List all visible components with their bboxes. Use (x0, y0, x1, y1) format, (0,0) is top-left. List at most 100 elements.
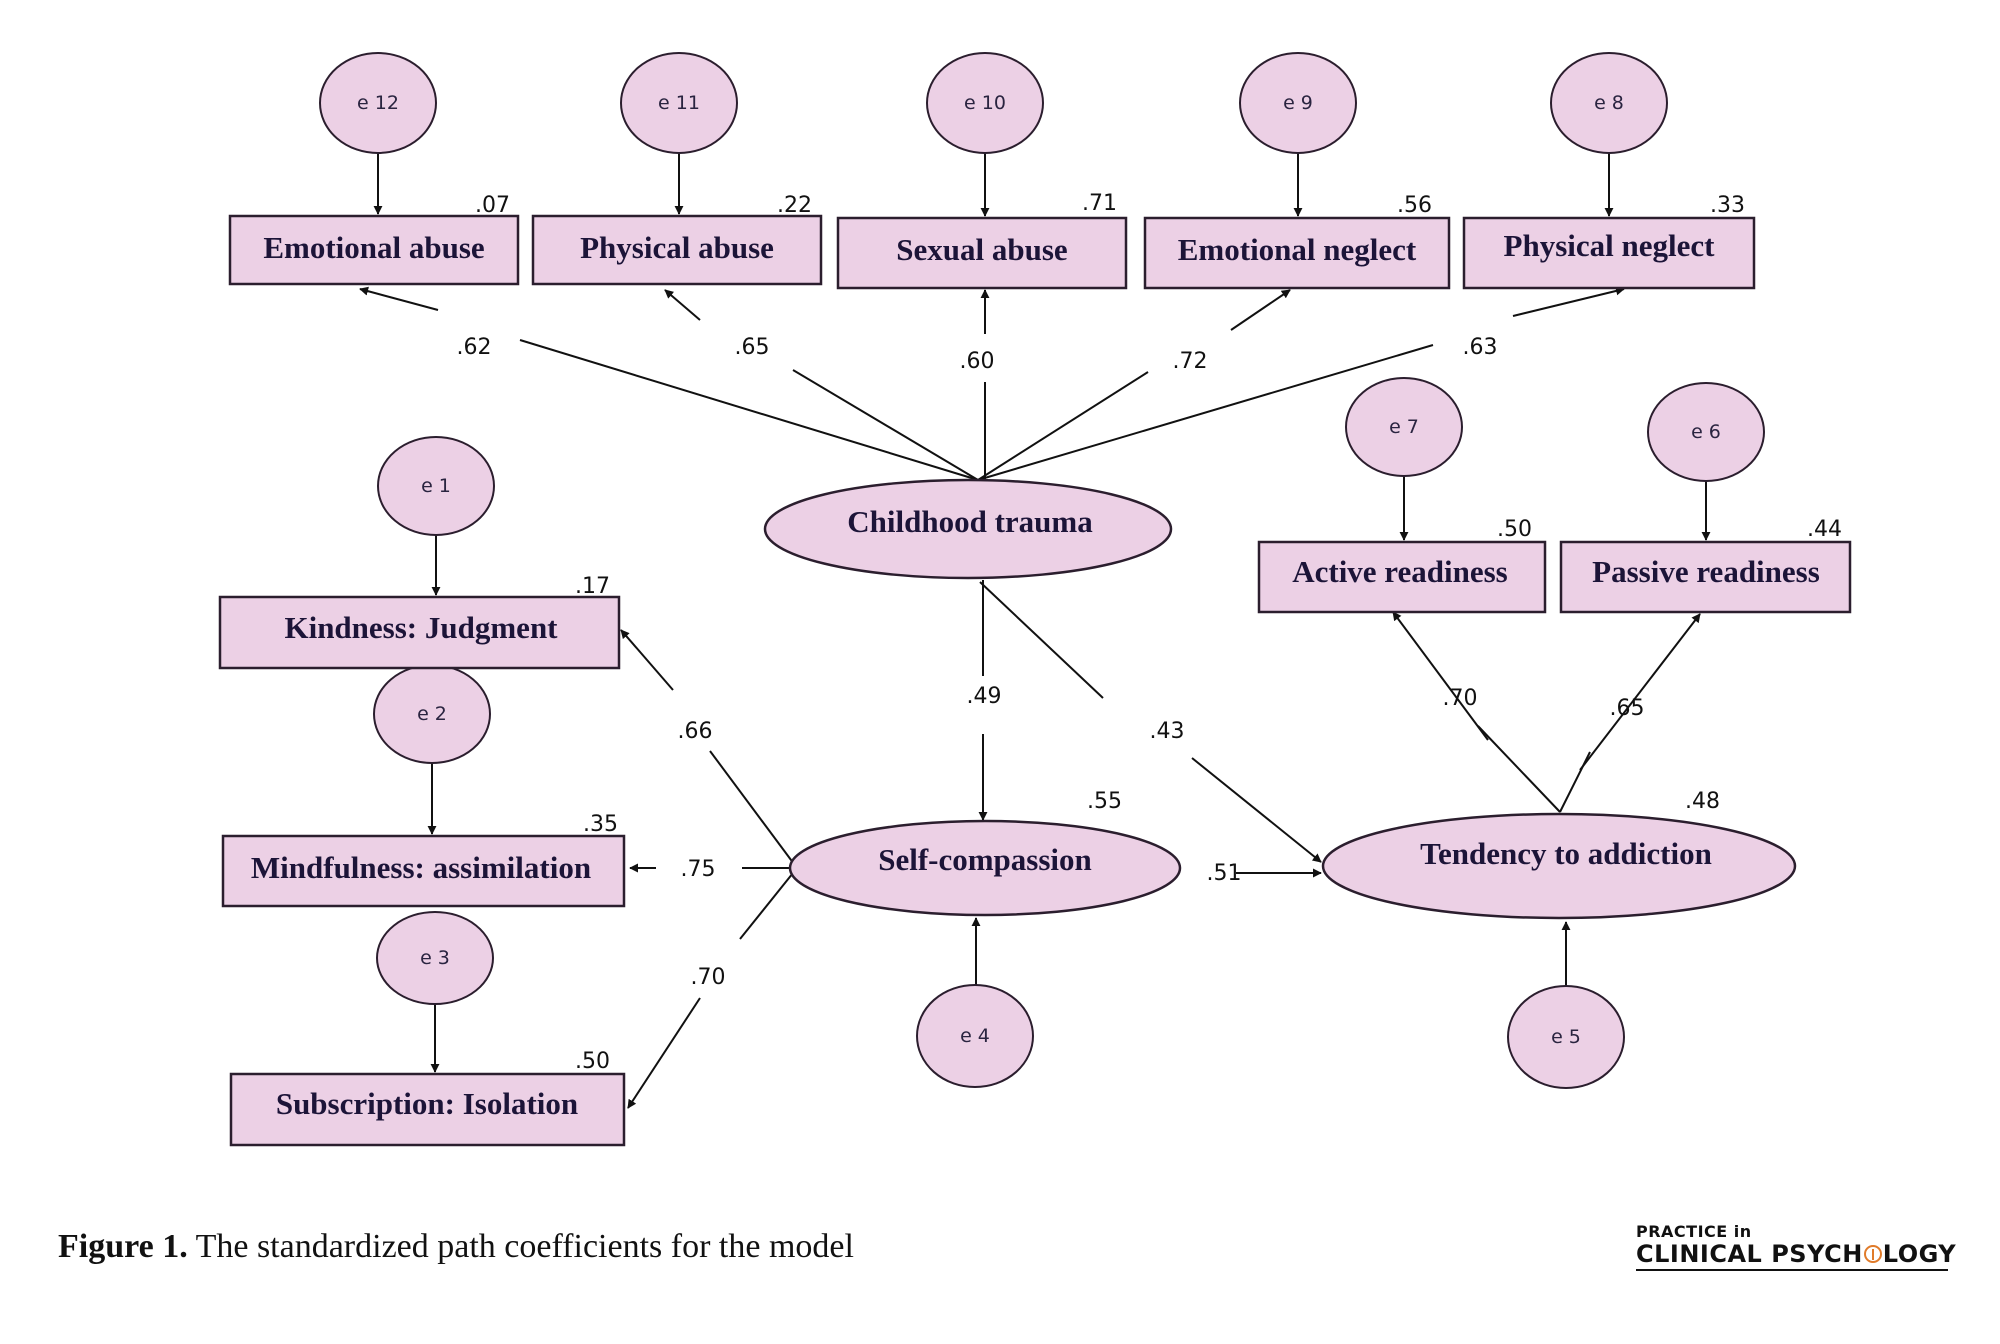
error-e8: e 8 (1550, 52, 1668, 154)
latent-tendency-to-addiction: Tendency to addiction (1321, 812, 1797, 920)
box-label: Emotional abuse (263, 230, 484, 265)
latent-label: Tendency to addiction (1420, 836, 1712, 871)
journal-logo: PRACTICE in CLINICAL PSYCH LOGY (1636, 1222, 1956, 1271)
path-sc-subscription-b (739, 867, 798, 940)
r2-emotional-abuse: .07 (475, 193, 510, 218)
box-subscription-isolation: Subscription: Isolation (229, 1072, 626, 1147)
box-label: Sexual abuse (896, 232, 1067, 267)
box-physical-neglect: Physical neglect (1462, 216, 1756, 290)
coef-layer: .62 .65 .60 .72 .63 .70 .65 .66 .75 .70 … (457, 335, 1645, 990)
box-label: Active readiness (1292, 554, 1508, 589)
path-ta-active-b (1477, 725, 1561, 813)
box-active-readiness: Active readiness (1257, 540, 1547, 614)
path-ct-physical-neglect-b (977, 344, 1434, 481)
box-label: Mindfulness: assimilation (251, 850, 591, 885)
error-label: e 3 (420, 947, 450, 969)
r2-physical-abuse: .22 (777, 193, 812, 218)
box-kindness-judgment: Kindness: Judgment (218, 595, 621, 670)
error-label: e 8 (1594, 92, 1624, 114)
logo-text-a: CLINICAL PSYCH (1636, 1240, 1863, 1268)
figure-number: Figure 1. (58, 1228, 188, 1265)
path-ta-passive-b (1559, 751, 1591, 813)
latent-label: Self-compassion (878, 842, 1092, 877)
error-e4: e 4 (916, 984, 1034, 1088)
loading-physical-abuse: .65 (735, 335, 770, 360)
loading-subscription-isolation: .70 (691, 965, 726, 990)
path-sc-kindness-b (709, 750, 798, 869)
error-e9: e 9 (1239, 52, 1357, 154)
figure-o-icon (1863, 1245, 1882, 1263)
error-label: e 7 (1389, 416, 1419, 438)
loading-emotional-neglect: .72 (1173, 349, 1208, 374)
path-coef-ct-sc: .49 (967, 684, 1002, 709)
r2-mindfulness-assimilation: .35 (583, 812, 618, 837)
path-ct-ta-b (1191, 757, 1322, 863)
paths-layer (359, 153, 1711, 1109)
error-label: e 9 (1283, 92, 1313, 114)
box-physical-abuse: Physical abuse (531, 214, 823, 286)
box-label: Physical neglect (1504, 228, 1716, 263)
path-coef-sc-ta: .51 (1207, 861, 1242, 886)
box-label: Physical abuse (580, 230, 774, 265)
loading-active-readiness: .70 (1443, 686, 1478, 711)
box-mindfulness-assimilation: Mindfulness: assimilation (221, 834, 626, 908)
loading-physical-neglect: .63 (1463, 335, 1498, 360)
figure-title: The standardized path coefficients for t… (187, 1228, 854, 1265)
path-ta-passive-a (1579, 613, 1701, 771)
r2-layer: .07 .22 .71 .56 .33 .50 .44 .17 .35 .50 … (475, 191, 1842, 1074)
error-e10: e 10 (926, 52, 1044, 154)
loading-kindness-judgment: .66 (678, 719, 713, 744)
path-ta-active-a (1392, 611, 1489, 741)
error-terms-layer: e 12 e 11 e 10 e 9 e 8 e 7 e 6 e 1 e 2 e… (319, 52, 1765, 1089)
latent-childhood-trauma: Childhood trauma (763, 478, 1173, 580)
error-label: e 12 (357, 92, 399, 114)
r2-kindness-judgment: .17 (575, 574, 610, 599)
latent-layer: Childhood trauma Self-compassion Tendenc… (763, 478, 1797, 920)
error-e5: e 5 (1507, 985, 1625, 1089)
path-ct-ta-a (979, 581, 1104, 699)
path-ct-emotional-abuse-a (359, 286, 439, 311)
observed-layer: Emotional abuse Physical abuse Sexual ab… (218, 214, 1852, 1147)
error-label: e 4 (960, 1025, 990, 1047)
box-label: Subscription: Isolation (276, 1086, 578, 1121)
r2-subscription-isolation: .50 (575, 1049, 610, 1074)
logo-line-2: CLINICAL PSYCH LOGY (1636, 1240, 1956, 1271)
path-sc-subscription-a (627, 997, 701, 1109)
latent-label: Childhood trauma (847, 504, 1093, 539)
r2-active-readiness: .50 (1497, 517, 1532, 542)
path-sc-kindness-a (620, 629, 674, 691)
error-e2: e 2 (373, 664, 491, 764)
logo-line-1: PRACTICE in (1636, 1222, 1752, 1241)
box-label: Emotional neglect (1178, 232, 1417, 267)
error-e1: e 1 (377, 436, 495, 536)
box-sexual-abuse: Sexual abuse (836, 216, 1128, 290)
latent-self-compassion: Self-compassion (788, 819, 1182, 917)
error-e11: e 11 (620, 52, 738, 154)
path-ct-emotional-neglect-b (977, 371, 1149, 481)
r2-sexual-abuse: .71 (1082, 191, 1117, 216)
box-emotional-abuse: Emotional abuse (228, 214, 520, 286)
logo-text-b: LOGY (1882, 1240, 1957, 1268)
error-e6: e 6 (1647, 382, 1765, 482)
error-label: e 1 (421, 475, 451, 497)
path-ct-emotional-abuse-b (519, 339, 979, 481)
path-ct-physical-abuse-a (664, 289, 701, 321)
error-label: e 6 (1691, 421, 1721, 443)
error-e7: e 7 (1345, 377, 1463, 477)
path-ct-emotional-neglect-a (1230, 289, 1291, 331)
path-coef-ct-ta: .43 (1150, 719, 1185, 744)
box-label: Passive readiness (1592, 554, 1820, 589)
loading-emotional-abuse: .62 (457, 335, 492, 360)
error-label: e 5 (1551, 1026, 1581, 1048)
box-label: Kindness: Judgment (284, 610, 558, 645)
r2-passive-readiness: .44 (1807, 517, 1842, 542)
path-ct-physical-neglect-a (1512, 286, 1625, 317)
error-e12: e 12 (319, 52, 437, 154)
loading-mindfulness-assimilation: .75 (681, 857, 716, 882)
figure-caption: Figure 1. The standardized path coeffici… (58, 1228, 854, 1266)
box-emotional-neglect: Emotional neglect (1143, 216, 1451, 290)
r2-emotional-neglect: .56 (1397, 193, 1432, 218)
error-label: e 2 (417, 703, 447, 725)
r2-tendency-to-addiction: .48 (1685, 789, 1720, 814)
